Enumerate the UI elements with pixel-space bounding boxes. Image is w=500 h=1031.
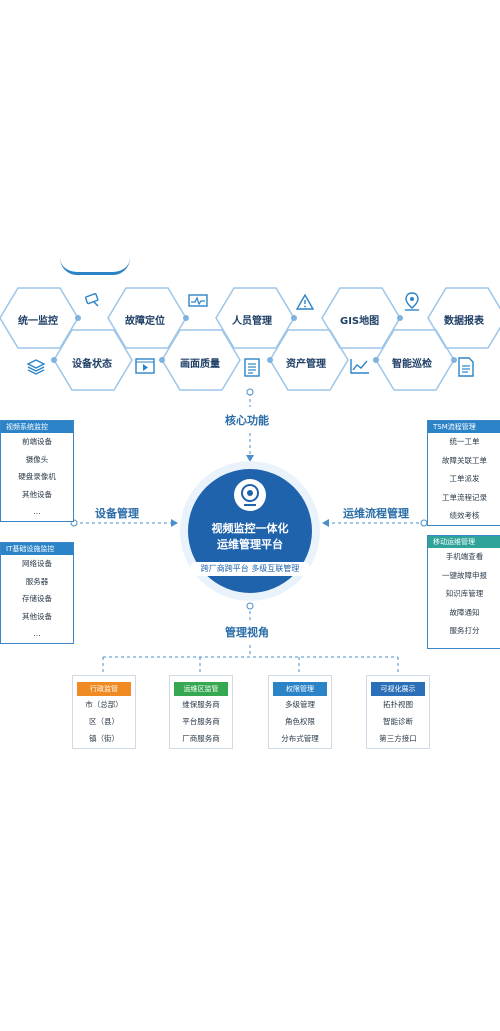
- video-play-icon: [135, 358, 155, 374]
- list-item: 厂商服务商: [182, 734, 220, 743]
- box-title: TSM流程管理: [428, 421, 500, 433]
- layers-icon: [26, 359, 46, 375]
- card-title: 权限管理: [273, 682, 327, 696]
- it-infrastructure-monitoring-box: IT基础设施监控 网络设备 服务器 存储设备 其他设备 ...: [0, 542, 74, 644]
- box-title: IT基础设施监控: [1, 543, 73, 555]
- list-item: 多级管理: [285, 700, 315, 709]
- list-item: 其他设备: [22, 611, 52, 621]
- list-item: 手机端查看: [445, 552, 484, 561]
- management-view-label: 管理视角: [225, 626, 269, 639]
- ops-flow-management-label: 运维流程管理: [343, 507, 409, 520]
- list-item: 工单流程记录: [442, 492, 487, 502]
- card-title: 可视化展示: [371, 682, 425, 696]
- list-item: 知识库管理: [445, 589, 484, 598]
- list-item: 存储设备: [22, 594, 52, 603]
- list-item: 故障关联工单: [442, 455, 487, 465]
- tsm-flow-management-box: TSM流程管理 统一工单 故障关联工单 工单派发 工单流程记录 绩效考核: [427, 420, 500, 526]
- video-system-monitoring-box: 视频系统监控 前端设备 摄像头 硬盘录像机 其他设备 ...: [0, 420, 74, 522]
- list-item: 智能诊断: [383, 717, 413, 726]
- list-item: 维保服务商: [182, 700, 220, 709]
- mobile-ops-management-box: 移动运维管理 手机端查看 一键故障申报 知识库管理 故障通知 服务打分: [427, 535, 500, 649]
- permission-management-card: 权限管理 多级管理 角色权限 分布式管理: [268, 675, 332, 749]
- monitor-icon: [188, 294, 208, 307]
- chart-line-icon: [350, 359, 369, 374]
- list-item: 工单派发: [449, 474, 480, 483]
- hex-label-device-status: 设备状态: [72, 359, 112, 370]
- core-functions-label: 核心功能: [225, 414, 269, 427]
- list-item: 前端设备: [22, 437, 52, 446]
- list-item: 其他设备: [22, 489, 52, 499]
- list-item: 服务器: [25, 576, 49, 586]
- hex-label-personnel: 人员管理: [232, 316, 272, 327]
- center-title-line1: 视频监控一体化: [211, 522, 289, 535]
- list-item: 网络设备: [22, 559, 52, 568]
- card-title: 运维区监管: [174, 682, 228, 696]
- list-item: 市（总部）: [85, 700, 123, 709]
- list-item: 统一工单: [449, 437, 480, 446]
- hex-label-image-quality: 画面质量: [180, 359, 220, 370]
- hex-label-asset-management: 资产管理: [286, 359, 326, 370]
- list-item: 绩效考核: [449, 511, 480, 520]
- hex-network: [0, 287, 500, 391]
- clipboard-icon: [244, 358, 260, 377]
- center-subtitle-badge: 跨厂商跨平台 多级互联管理: [190, 562, 310, 576]
- hex-label-gis-map: GIS地图: [340, 316, 380, 327]
- center-title-line2: 运维管理平台: [217, 538, 283, 551]
- ops-zone-supervision-card: 运维区监管 维保服务商 平台服务商 厂商服务商: [169, 675, 233, 749]
- admin-supervision-card: 行政监管 市（总部） 区（县） 镇（街）: [72, 675, 136, 749]
- list-item: 硬盘录像机: [18, 472, 56, 481]
- list-item: ...: [33, 507, 41, 516]
- list-item: 一键故障申报: [442, 570, 487, 580]
- box-title: 视频系统监控: [1, 421, 73, 433]
- hex-label-unified-monitoring: 统一监控: [18, 316, 58, 327]
- connectors: [70, 388, 428, 675]
- list-item: 服务打分: [449, 626, 480, 635]
- hex-label-fault-location: 故障定位: [125, 316, 165, 327]
- location-icon: [405, 292, 419, 311]
- header-logo-arc: [60, 258, 130, 275]
- visualization-display-card: 可视化展示 拓扑视图 智能诊断 第三方接口: [366, 675, 430, 749]
- card-title: 行政监管: [77, 682, 131, 696]
- webcam-icon: [234, 479, 266, 511]
- list-item: 摄像头: [25, 454, 49, 464]
- warning-icon: [296, 294, 314, 310]
- report-icon: [458, 357, 474, 377]
- list-item: 角色权限: [285, 717, 315, 726]
- list-item: 镇（街）: [89, 734, 119, 743]
- list-item: 分布式管理: [281, 734, 319, 743]
- list-item: 故障通知: [449, 607, 480, 617]
- list-item: 拓扑视图: [383, 700, 413, 709]
- hex-label-smart-inspection: 智能巡检: [392, 359, 432, 370]
- box-title: 移动运维管理: [428, 536, 500, 548]
- list-item: ...: [33, 629, 41, 638]
- camera-icon: [84, 293, 99, 307]
- list-item: 平台服务商: [182, 717, 220, 726]
- hex-label-data-report: 数据报表: [444, 316, 484, 327]
- list-item: 第三方接口: [379, 734, 417, 743]
- device-management-label: 设备管理: [95, 507, 139, 520]
- list-item: 区（县）: [89, 717, 119, 726]
